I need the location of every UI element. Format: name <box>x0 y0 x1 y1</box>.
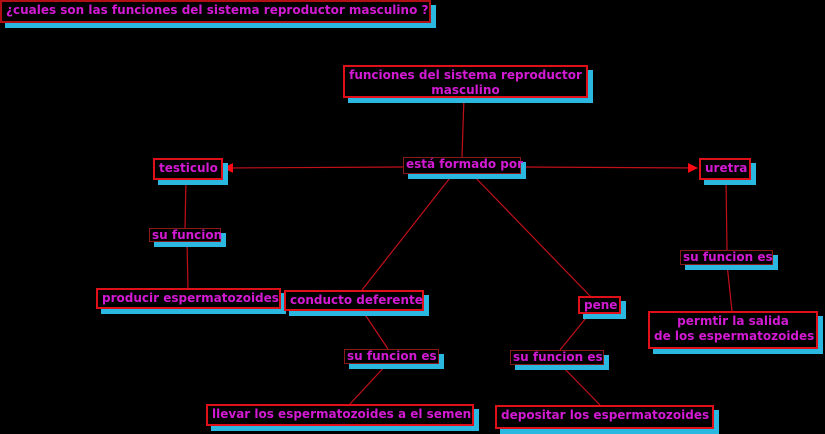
concept-main-line1: funciones del sistema reproductor <box>349 68 582 82</box>
concept-uretra[interactable]: uretra <box>699 158 751 180</box>
concept-llevar-semen[interactable]: llevar los espermatozoides a el semen <box>206 404 474 426</box>
line-funcion-producir <box>186 240 189 289</box>
line-uretra-funcion <box>725 178 728 251</box>
line-funcion-depositar <box>559 363 601 406</box>
link-su-funcion-es-pene[interactable]: su funcion es <box>510 350 604 365</box>
line-testiculo-funcion <box>184 178 187 229</box>
link-su-funcion-es-uretra[interactable]: su funcion es <box>680 250 773 265</box>
concept-main[interactable]: funciones del sistema reproductor mascul… <box>343 65 588 98</box>
concept-permitir-line1: permtir la salida <box>677 314 789 328</box>
line-pene-funcion <box>559 312 591 351</box>
concept-testiculo[interactable]: testiculo <box>153 158 223 180</box>
line-funcion-permitir <box>726 263 733 312</box>
link-su-funcion[interactable]: su funcion <box>149 228 222 242</box>
line-funcion-llevar <box>349 362 389 405</box>
line-main-formado <box>461 96 465 158</box>
concept-main-line2: masculino <box>431 83 500 97</box>
line-formado-conducto <box>361 173 454 291</box>
link-esta-formado-por[interactable]: está formado por <box>403 157 523 174</box>
concept-pene[interactable]: pene <box>578 296 621 314</box>
arrow-to-testiculo <box>223 162 404 173</box>
line-conducto-funcion <box>361 309 389 350</box>
concept-producir[interactable]: producir espermatozoides <box>96 288 281 309</box>
concept-permitir-line2: de los espermatozoides <box>654 329 815 343</box>
arrow-to-uretra <box>519 162 698 173</box>
link-su-funcion-es-conducto[interactable]: su funcion es <box>344 349 439 364</box>
concept-permitir-salida[interactable]: permtir la salida de los espermatozoides <box>648 311 818 349</box>
line-formado-pene <box>471 173 591 297</box>
map-title[interactable]: ¿cuales son las funciones del sistema re… <box>0 0 431 23</box>
concept-depositar[interactable]: depositar los espermatozoides <box>495 405 714 429</box>
concept-conducto-deferente[interactable]: conducto deferente <box>284 290 424 311</box>
